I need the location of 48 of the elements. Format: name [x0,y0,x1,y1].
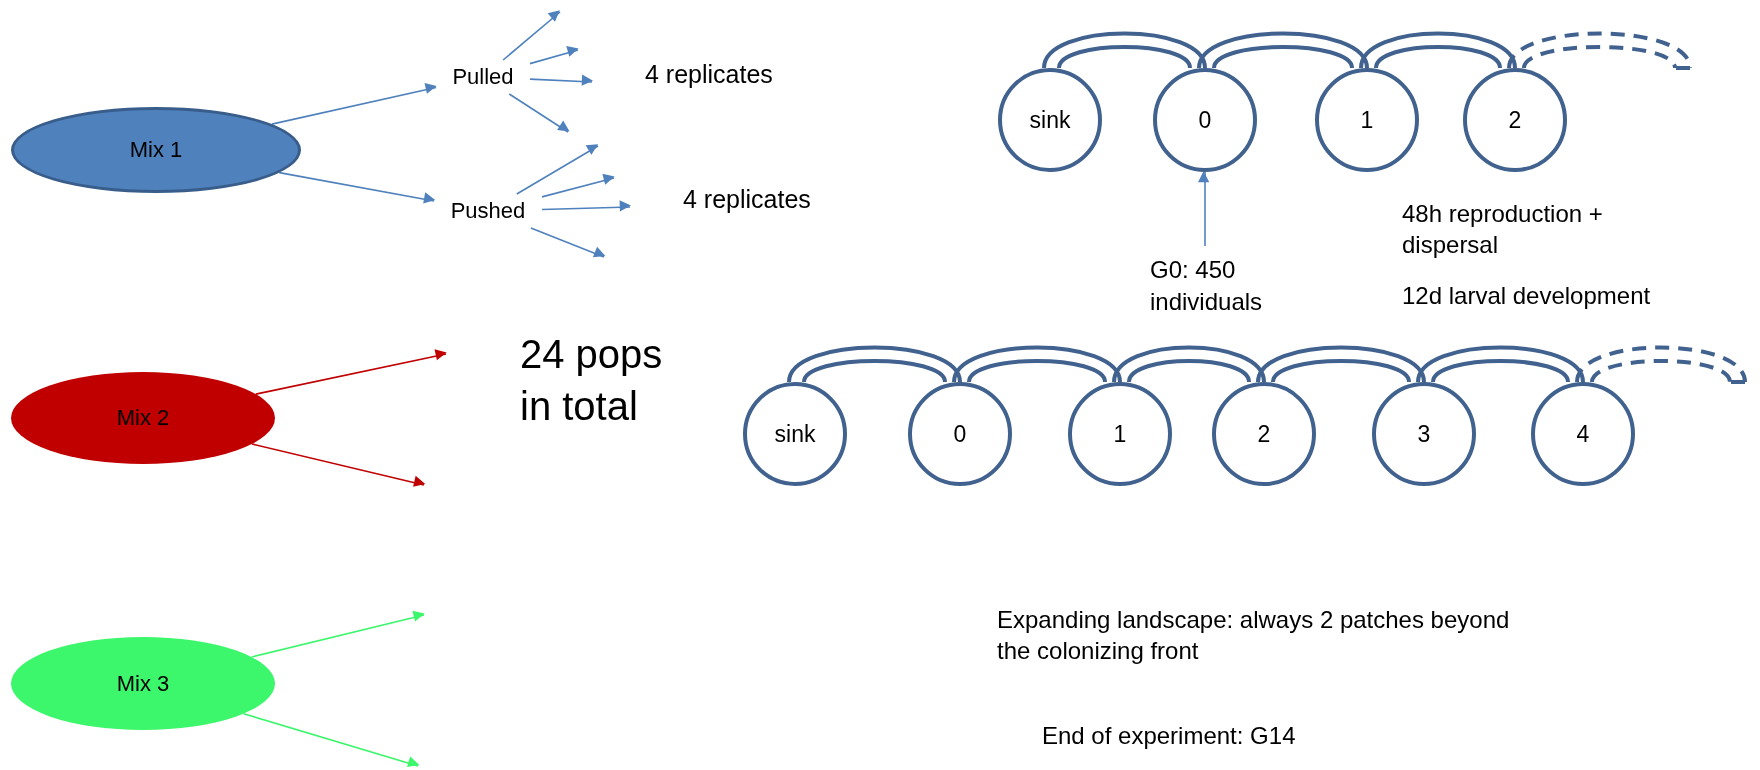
patch-circle: 2 [1463,68,1567,172]
patch-circle: sink [998,68,1102,172]
tube-connector [1042,31,1207,70]
tube-connector [1256,345,1426,384]
tube-connector [952,345,1122,384]
mix-ellipse: Mix 2 [11,372,275,464]
treatment-label: Pulled [436,60,530,94]
patch-circle: 3 [1372,382,1476,486]
patch-circle: 4 [1531,382,1635,486]
mix-ellipse: Mix 3 [11,637,275,730]
total-note: 24 pops in total [520,331,664,430]
arrow [271,82,437,125]
tube-connector [1359,31,1517,70]
mix-ellipse: Mix 1 [11,107,301,193]
patch-circle: 2 [1212,382,1316,486]
arrow [530,227,606,258]
landscape-note: Expanding landscape: always 2 patches beyond the colonizing front [997,605,1511,667]
tube-connector [1197,31,1369,70]
arrow [508,93,570,133]
patch-circle: 0 [1153,68,1257,172]
timing-note: 12d larval development [1402,281,1652,311]
arrow [255,349,447,395]
arrow [541,173,615,198]
replicates-note: 4 replicates [683,184,812,215]
treatment-label: Pushed [434,194,542,228]
patch-circle: 1 [1315,68,1419,172]
timing-note: 48h reproduction + dispersal [1402,199,1604,261]
arrow [515,144,599,195]
arrow [502,10,561,61]
arrow [250,610,425,658]
arrow [278,171,436,204]
replicates-note: 4 replicates [645,59,774,90]
tube-connector [1416,345,1585,384]
arrow [541,200,631,212]
patch-circle: 1 [1068,382,1172,486]
tube-connector [787,345,962,384]
arrow [251,443,426,487]
arrow [529,46,579,65]
arrow [1198,171,1210,247]
dashed-tube-connector [1575,345,1747,384]
tube-connector [1112,345,1266,384]
patch-circle: 0 [908,382,1012,486]
arrow [242,712,420,768]
arrow [529,74,594,86]
dashed-tube-connector [1507,31,1692,70]
patch-circle: sink [743,382,847,486]
end-note: End of experiment: G14 [1042,721,1297,751]
founder-note: G0: 450 individuals [1150,246,1310,326]
